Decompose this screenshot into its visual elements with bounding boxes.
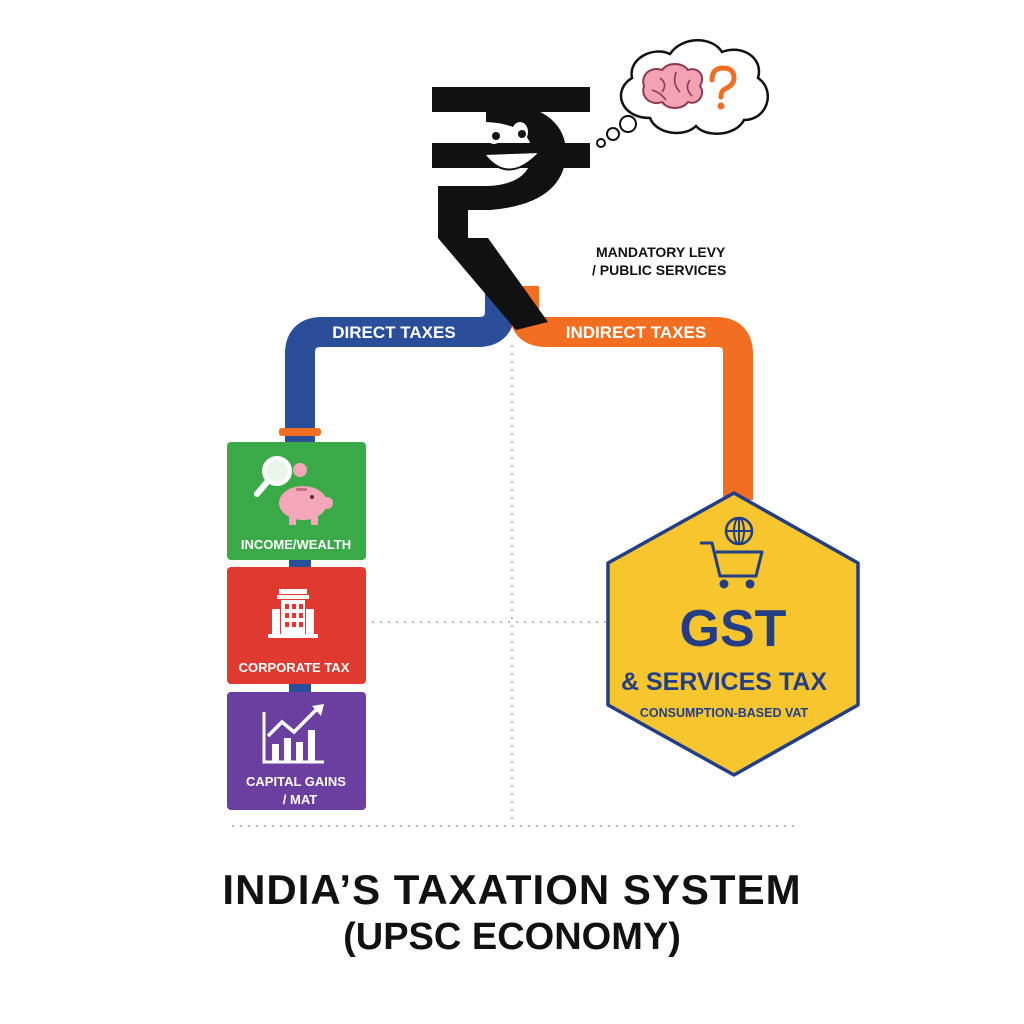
note-line-2: / PUBLIC SERVICES <box>592 262 726 278</box>
income-wealth-box: INCOME/WEALTH <box>227 442 366 560</box>
shopping-cart-globe-icon <box>700 516 764 589</box>
page-subtitle: (UPSC ECONOMY) <box>343 916 681 958</box>
brain-question-icon <box>596 39 769 148</box>
gst-subtitle: & SERVICES TAX <box>621 668 827 696</box>
dotted-guides <box>232 345 800 827</box>
gst-title: GST <box>680 600 787 658</box>
capital-gains-box: CAPITAL GAINS / MAT <box>227 692 366 810</box>
capital-gains-mat-label: / MAT <box>283 792 317 807</box>
question-mark-icon <box>709 65 737 110</box>
direct-taxes-pipe <box>285 292 515 445</box>
income-wealth-label: INCOME/WEALTH <box>241 537 351 552</box>
direct-pipe-joint <box>279 428 321 436</box>
indirect-taxes-label: INDIRECT TAXES <box>566 323 706 342</box>
direct-taxes-label: DIRECT TAXES <box>332 323 455 342</box>
note-line-1: MANDATORY LEVY <box>596 244 726 260</box>
page-title: INDIA’S TAXATION SYSTEM <box>222 866 802 913</box>
gst-caption: CONSUMPTION-BASED VAT <box>640 706 809 720</box>
building-icon <box>268 589 318 638</box>
magnifier-piggy-bank-icon <box>254 456 333 525</box>
box-connector <box>289 682 311 694</box>
capital-gains-label: CAPITAL GAINS <box>246 774 346 789</box>
gst-hexagon: GST & SERVICES TAX CONSUMPTION-BASED VAT <box>606 491 860 777</box>
brain-icon <box>642 63 704 109</box>
corporate-tax-box: CORPORATE TAX <box>227 567 366 684</box>
rising-chart-icon <box>262 704 324 764</box>
indirect-taxes-pipe <box>509 286 753 500</box>
rupee-mascot-icon <box>432 87 590 330</box>
corporate-tax-label: CORPORATE TAX <box>239 660 350 675</box>
